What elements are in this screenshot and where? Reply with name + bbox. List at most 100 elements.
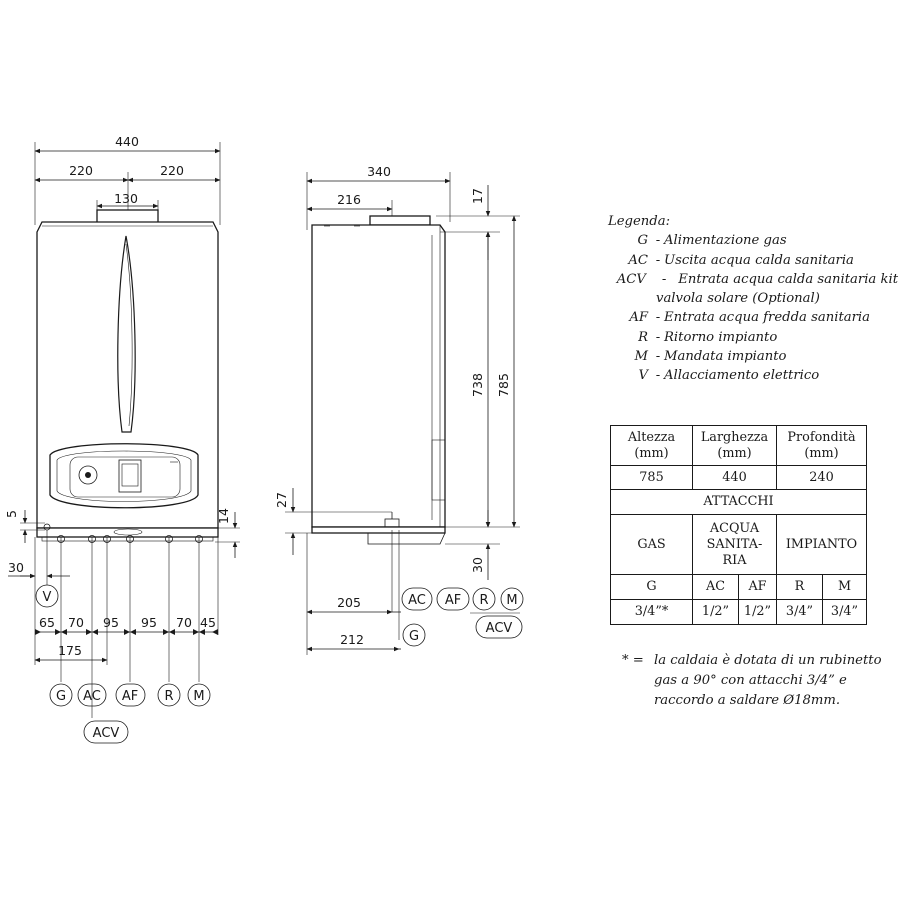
side-boiler-body	[311, 215, 446, 545]
code-m: M	[822, 574, 867, 600]
connection-af-side: AF	[436, 587, 470, 611]
spec-table: Altezza(mm) Larghezza(mm) Profondità(mm)…	[610, 425, 867, 625]
dim-side-right-bottom: 30	[470, 557, 485, 573]
code-g: G	[610, 574, 693, 600]
dim-side-height-inner: 738	[470, 373, 485, 397]
dim-front-right-side: 14	[216, 508, 231, 524]
svg-text:R: R	[479, 593, 488, 608]
front-side-dims: 5 14	[4, 508, 240, 558]
dim-front-seg4: 95	[141, 615, 157, 630]
side-top-dims: 340 216	[306, 164, 451, 230]
connection-af-front: AF	[115, 683, 146, 707]
legend-item: ACV-Entrata acqua calda sanitaria kit	[608, 270, 898, 289]
size-r: 3/4”	[776, 599, 823, 625]
legend-code: V	[638, 368, 648, 384]
legend-desc-continued: valvola solare (Optional)	[656, 291, 820, 307]
svg-text:ACV: ACV	[486, 621, 513, 636]
footnote-text: la caldaia è dotata di un rubinetto gas …	[654, 653, 882, 708]
legend-item: R-Ritorno impianto	[608, 328, 898, 347]
dim-front-total-width: 440	[115, 134, 139, 149]
header-attacchi: ATTACCHI	[610, 489, 867, 515]
dim-side-height-total: 785	[496, 373, 511, 397]
connection-ac-front: AC	[77, 683, 107, 707]
connection-acv-side: ACV	[475, 615, 523, 639]
svg-text:G: G	[409, 629, 419, 644]
dim-front-half-left: 220	[69, 163, 93, 178]
side-left-dims: 27	[274, 488, 392, 555]
header-larghezza: Larghezza(mm)	[692, 425, 777, 466]
connection-r-front: R	[157, 683, 181, 707]
connection-m-front: M	[187, 683, 211, 707]
dim-front-sum: 175	[58, 643, 82, 658]
front-boiler-body	[36, 209, 219, 542]
dim-side-bottom: 27	[274, 492, 289, 508]
legend-title: Legenda:	[608, 214, 671, 229]
dim-side-205: 205	[337, 595, 361, 610]
dim-side-top: 17	[470, 188, 485, 204]
side-connection-circles: AC AF R M ACV G	[401, 587, 524, 647]
code-r: R	[776, 574, 823, 600]
value-larghezza: 440	[692, 465, 777, 490]
connection-g-front: G	[49, 683, 73, 707]
size-af: 1/2”	[738, 599, 777, 625]
front-bottom-dims: 65 70 95 95 70 45 175	[34, 615, 218, 663]
front-connection-circles: G AC AF R M ACV	[49, 683, 211, 744]
legend-code: ACV	[616, 271, 646, 287]
value-profondita: 240	[776, 465, 867, 490]
svg-text:AC: AC	[408, 593, 426, 608]
legend-desc: Entrata acqua fredda sanitaria	[664, 310, 870, 326]
dim-side-depth: 340	[367, 164, 391, 179]
header-profondita: Profondità(mm)	[776, 425, 867, 466]
size-g: 3/4”*	[610, 599, 693, 625]
dim-front-flue: 130	[114, 191, 138, 206]
legend-item: V-Allacciamento elettrico	[608, 366, 898, 385]
legend-desc: Alimentazione gas	[664, 233, 787, 249]
header-impianto: IMPIANTO	[776, 514, 867, 575]
code-ac: AC	[692, 574, 739, 600]
legend-code: R	[638, 329, 648, 345]
side-right-dims: 17 738 785 30	[436, 185, 520, 580]
size-m: 3/4”	[822, 599, 867, 625]
dim-front-seg1: 65	[39, 615, 55, 630]
legend-item: AF-Entrata acqua fredda sanitaria	[608, 308, 898, 327]
legend-desc: Ritorno impianto	[664, 329, 778, 345]
legend-item: M-Mandata impianto	[608, 347, 898, 366]
dim-side-flue-offset: 216	[337, 192, 361, 207]
code-af: AF	[738, 574, 777, 600]
svg-text:ACV: ACV	[93, 726, 120, 741]
svg-text:AC: AC	[83, 689, 101, 704]
dim-side-212: 212	[340, 632, 364, 647]
svg-text:V: V	[43, 590, 52, 605]
connection-m-side: M	[500, 587, 524, 611]
connection-r-side: R	[472, 587, 496, 611]
dim-front-seg5: 70	[176, 615, 192, 630]
side-view: 340 216 17 738	[274, 164, 524, 655]
value-altezza: 785	[610, 465, 693, 490]
legend-desc: Uscita acqua calda sanitaria	[664, 252, 854, 268]
svg-text:M: M	[506, 593, 517, 608]
connection-acv-front: ACV	[83, 720, 129, 744]
front-connection-lines	[34, 530, 219, 718]
dim-front-left-top: 5	[4, 510, 19, 518]
dim-front-seg2: 70	[68, 615, 84, 630]
side-bottom-dims: 205 212	[306, 530, 401, 655]
front-top-dims: 440 220 220 130	[34, 134, 221, 225]
legend-code: M	[634, 349, 648, 365]
size-ac: 1/2”	[692, 599, 739, 625]
footnote-marker: * =	[622, 653, 644, 668]
legend-code: AF	[629, 310, 648, 326]
legend-desc: Mandata impianto	[664, 349, 787, 365]
svg-text:AF: AF	[445, 593, 461, 608]
front-view: 440 220 220 130	[4, 134, 240, 744]
dim-front-half-right: 220	[160, 163, 184, 178]
dim-front-offset: 30	[8, 560, 24, 575]
legend-desc: Entrata acqua calda sanitaria kit	[678, 271, 898, 287]
legend: Legenda: G-Alimentazione gas AC-Uscita a…	[608, 212, 898, 386]
legend-code: AC	[628, 252, 648, 268]
dim-front-seg3: 95	[103, 615, 119, 630]
dim-front-seg6: 45	[200, 615, 216, 630]
legend-code: G	[637, 233, 648, 249]
front-offset-dim: 30	[8, 560, 70, 579]
